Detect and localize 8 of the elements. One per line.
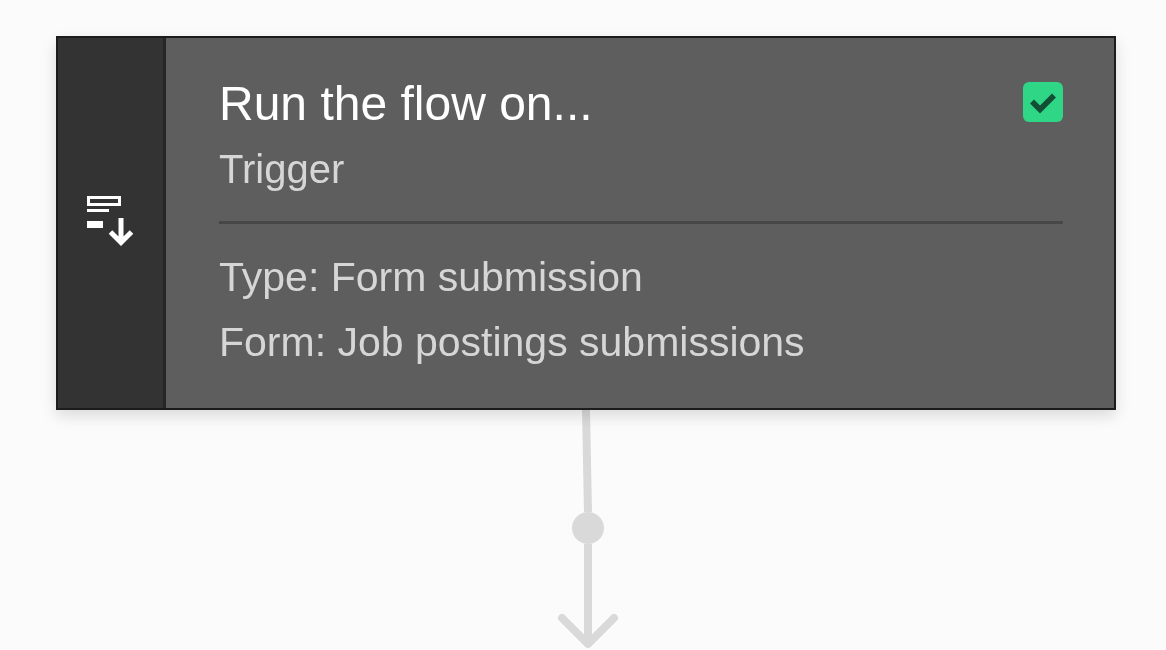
detail-text: Form: Job postings submissions: [219, 319, 805, 367]
connector-dot: [572, 512, 604, 544]
detail-text: Type: Form submission: [219, 254, 643, 302]
card-title: Run the flow on...: [219, 76, 593, 132]
connector-line: [582, 409, 592, 513]
card-subtitle: Trigger: [219, 146, 345, 192]
trigger-card: [56, 36, 1116, 410]
arrow: [558, 544, 618, 648]
